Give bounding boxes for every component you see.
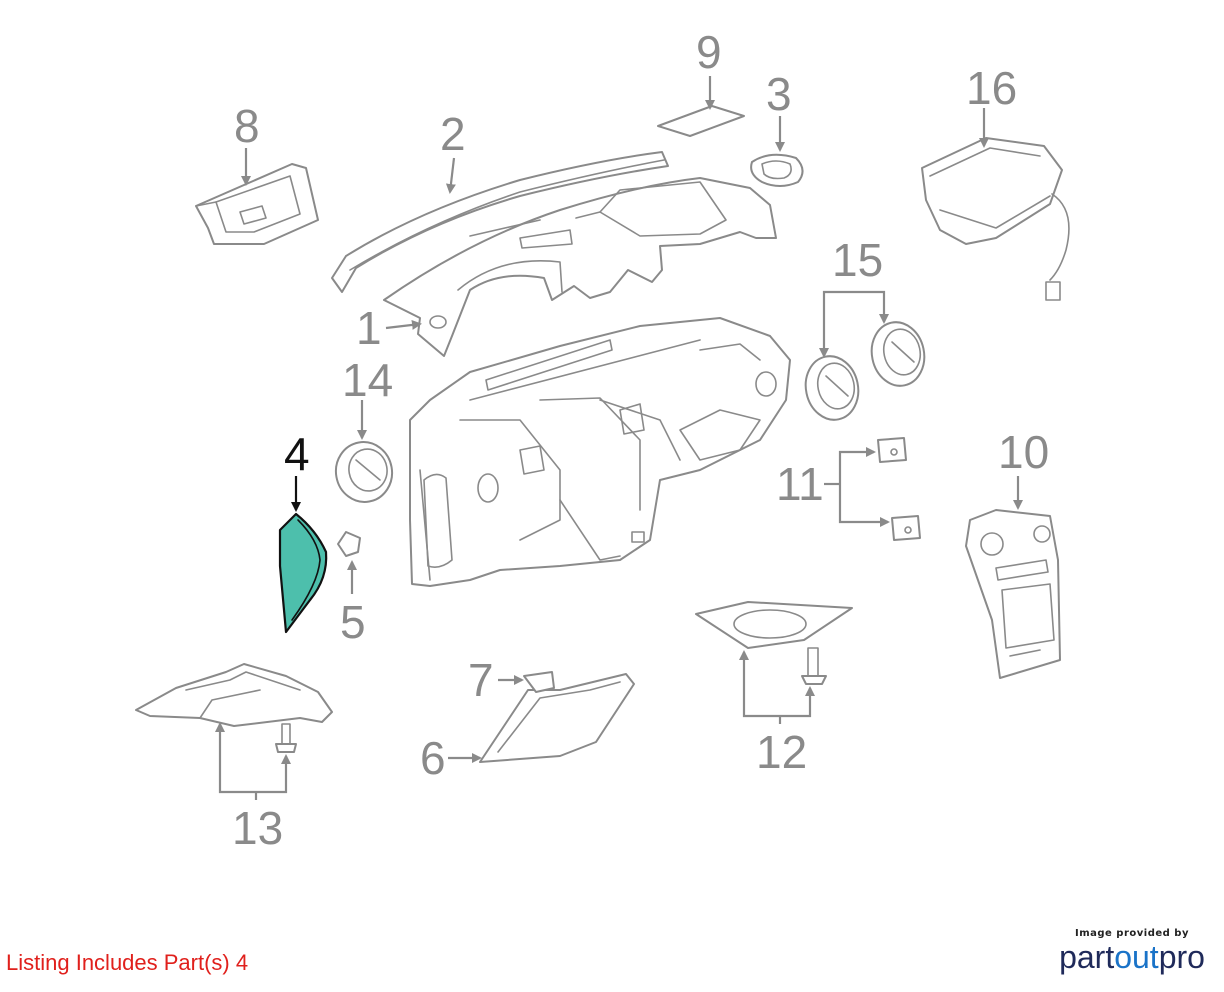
callout-3: 3 <box>766 68 792 120</box>
callout-10: 10 <box>998 426 1049 478</box>
part-4-shape <box>278 512 328 634</box>
callout-4: 4 <box>284 428 310 480</box>
callout-5: 5 <box>340 596 366 648</box>
logo-pro: pro <box>1158 939 1205 975</box>
part-13-lower-bracket <box>135 663 333 753</box>
listing-note: Listing Includes Part(s) 4 <box>6 950 249 975</box>
part-2-defroster-panel <box>331 151 669 293</box>
callout-13: 13 <box>232 802 283 854</box>
part-11-clips <box>877 437 921 541</box>
part-6-glove-box-door <box>479 673 635 763</box>
part-9-pad <box>657 105 745 137</box>
part-1-upper-dash-pad <box>383 177 777 357</box>
part-10-console-bezel <box>965 509 1061 679</box>
part-8-storage-box <box>195 163 319 245</box>
partoutpro-logo: partoutpro <box>1052 939 1212 975</box>
callout-7: 7 <box>468 654 494 706</box>
callout-9: 9 <box>696 26 722 78</box>
image-credit: Image provided by partoutpro <box>1052 928 1212 975</box>
callout-11: 11 <box>776 458 824 510</box>
part-5-bracket <box>337 531 361 557</box>
dashboard-carrier <box>409 317 791 587</box>
callout-12: 12 <box>756 726 807 778</box>
part-16-airbag-module <box>921 137 1070 301</box>
credit-caption: Image provided by <box>1075 928 1189 939</box>
part-14-air-vent <box>334 441 394 503</box>
callout-6: 6 <box>420 732 446 784</box>
callout-8: 8 <box>234 100 260 152</box>
callout-15: 15 <box>832 234 883 286</box>
callout-14: 14 <box>342 354 393 406</box>
logo-part: part <box>1059 939 1115 975</box>
callout-16: 16 <box>966 62 1017 114</box>
leader-lines <box>215 76 1023 800</box>
logo-out: out <box>1114 939 1159 975</box>
callout-1: 1 <box>356 302 382 354</box>
callout-labels: 1 2 3 4 5 6 7 8 9 10 11 12 13 14 15 16 <box>232 26 1049 854</box>
part-15-air-vents <box>804 321 926 421</box>
part-7-clip <box>523 671 555 693</box>
part-4-side-trim-panel <box>278 512 328 634</box>
callout-2: 2 <box>440 108 466 160</box>
part-12-speaker-tray <box>695 601 853 685</box>
part-3-trim-bezel <box>750 153 804 187</box>
